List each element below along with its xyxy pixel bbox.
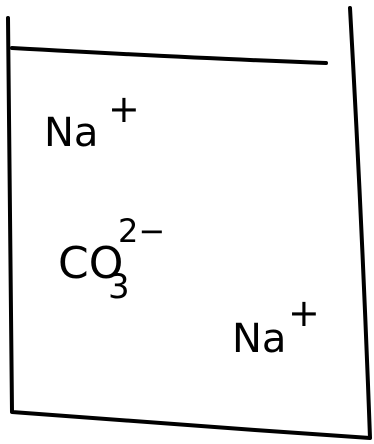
ion-charge: 2− [118, 212, 165, 250]
ion-carbonate: CO 3 2− [58, 212, 165, 307]
ion-symbol: Na [44, 110, 98, 156]
liquid-surface-line [10, 46, 328, 65]
ion-charge: + [108, 87, 140, 131]
ion-symbol: CO [58, 238, 123, 289]
ion-charge: + [288, 291, 320, 335]
beaker-outline [6, 6, 372, 440]
ion-sodium-2: Na + [232, 291, 320, 362]
ion-symbol: Na [232, 316, 286, 362]
ion-sodium-1: Na + [44, 87, 140, 156]
ion-subscript: 3 [108, 267, 130, 307]
